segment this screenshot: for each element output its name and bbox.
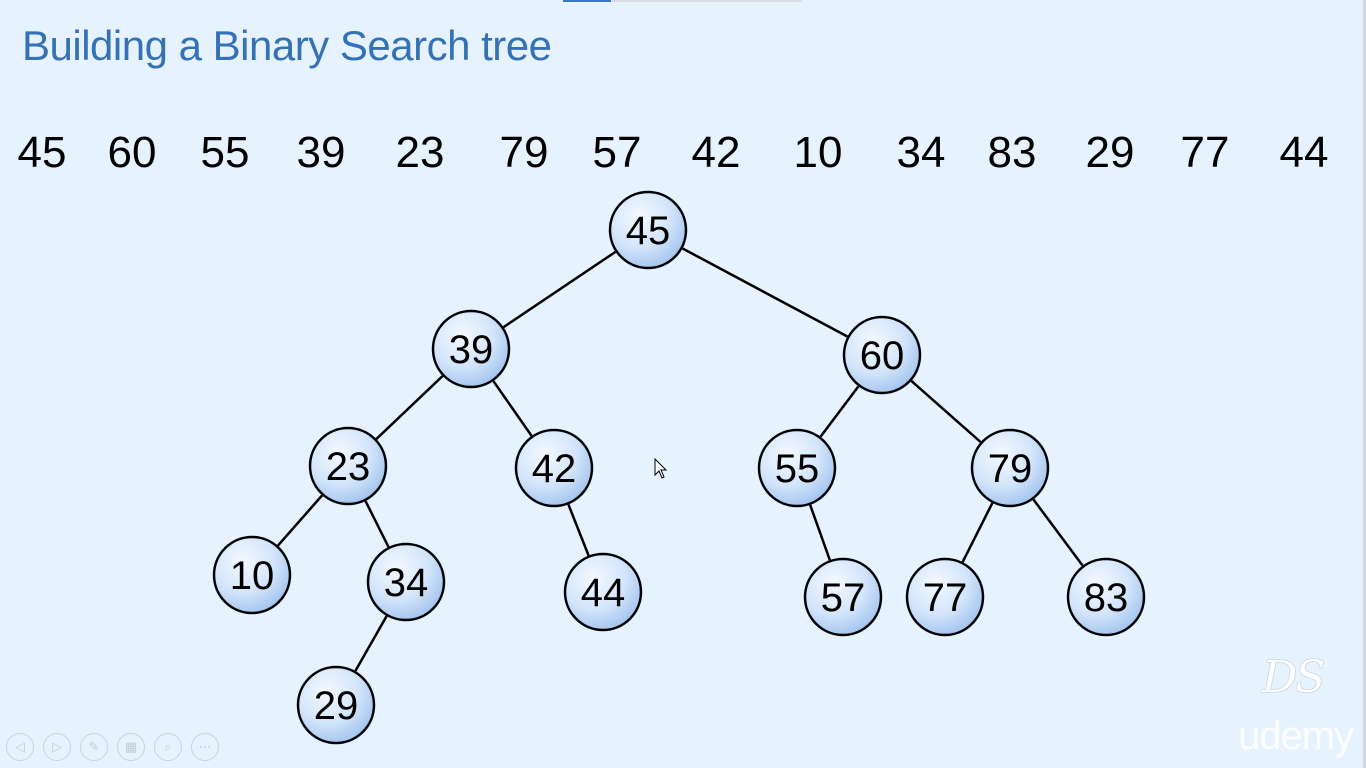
tree-node-label: 23 [326,445,371,489]
sequence-number: 39 [296,128,346,177]
tree-node: 45 [608,190,688,270]
tree-node-label: 79 [988,447,1033,491]
sequence-number: 45 [17,128,67,177]
tree-node-label: 34 [384,561,429,605]
tree-node: 42 [514,428,594,508]
sequence-number: 29 [1085,128,1135,177]
tree-node: 83 [1066,557,1146,637]
tree-node-label: 42 [532,447,577,491]
tree-node: 44 [563,552,643,632]
tree-node-circle [212,535,292,615]
tree-node-circle [1066,557,1146,637]
slideshow-controls: ◁ ▷ ✎ ▦ ⌕ ⋯ [6,733,219,761]
more-options-icon[interactable]: ⋯ [191,733,219,761]
tree-node: 79 [970,428,1050,508]
tree-node-label: 83 [1084,576,1129,620]
sequence-number: 44 [1279,128,1329,177]
tree-node-circle [366,542,446,622]
tree-node-circle [970,428,1050,508]
tree-node-label: 39 [449,328,494,372]
sequence-number: 10 [793,128,843,177]
tree-node-circle [608,190,688,270]
mouse-cursor-icon [654,457,668,485]
tree-node-label: 57 [821,576,866,620]
tree-node-circle [514,428,594,508]
udemy-watermark: udemy [1238,714,1354,758]
tree-node-label: 10 [230,554,275,598]
slide-title: Building a Binary Search tree [22,22,552,69]
sequence-number: 60 [107,128,157,177]
sequence-number: 34 [896,128,946,177]
tree-node-label: 60 [860,334,905,378]
tree-node-circle [803,557,883,637]
tree-node-circle [308,426,388,506]
sequence-number: 77 [1180,128,1230,177]
tree-node-circle [296,665,376,745]
sequence-number: 23 [395,128,445,177]
sequence-number: 79 [499,128,549,177]
tree-node: 57 [803,557,883,637]
ds-logo: DS [1262,652,1325,703]
tree-edge [647,228,883,357]
tree-node-circle [842,315,922,395]
tree-node-label: 44 [581,571,626,615]
tree-node: 34 [366,542,446,622]
previous-slide-icon[interactable]: ◁ [6,733,34,761]
sequence-number: 83 [987,128,1037,177]
tree-node-label: 55 [775,447,820,491]
tree-node-circle [563,552,643,632]
sequence-number: 57 [592,128,642,177]
tree-node-circle [757,428,837,508]
tree-node-label: 29 [314,684,359,728]
zoom-icon[interactable]: ⌕ [154,733,182,761]
tree-node: 10 [212,535,292,615]
tree-node-circle [431,309,511,389]
slides-grid-icon[interactable]: ▦ [117,733,145,761]
tree-node-label: 45 [626,209,671,253]
tree-node: 23 [308,426,388,506]
tree-node: 77 [905,557,985,637]
top-progress-indicator [563,0,611,2]
tree-node: 39 [431,309,511,389]
tree-node-circle [905,557,985,637]
next-slide-icon[interactable]: ▷ [43,733,71,761]
pen-icon[interactable]: ✎ [80,733,108,761]
tree-node: 55 [757,428,837,508]
sequence-number: 42 [691,128,741,177]
tree-nodes: 45 39 60 23 42 55 79 10 34 44 57 77 83 29 [212,190,1146,745]
right-edge-border [1363,0,1366,768]
tree-node: 29 [296,665,376,745]
top-progress-track [612,0,802,2]
sequence-number: 55 [200,128,250,177]
tree-node-label: 77 [923,576,968,620]
tree-node: 60 [842,315,922,395]
